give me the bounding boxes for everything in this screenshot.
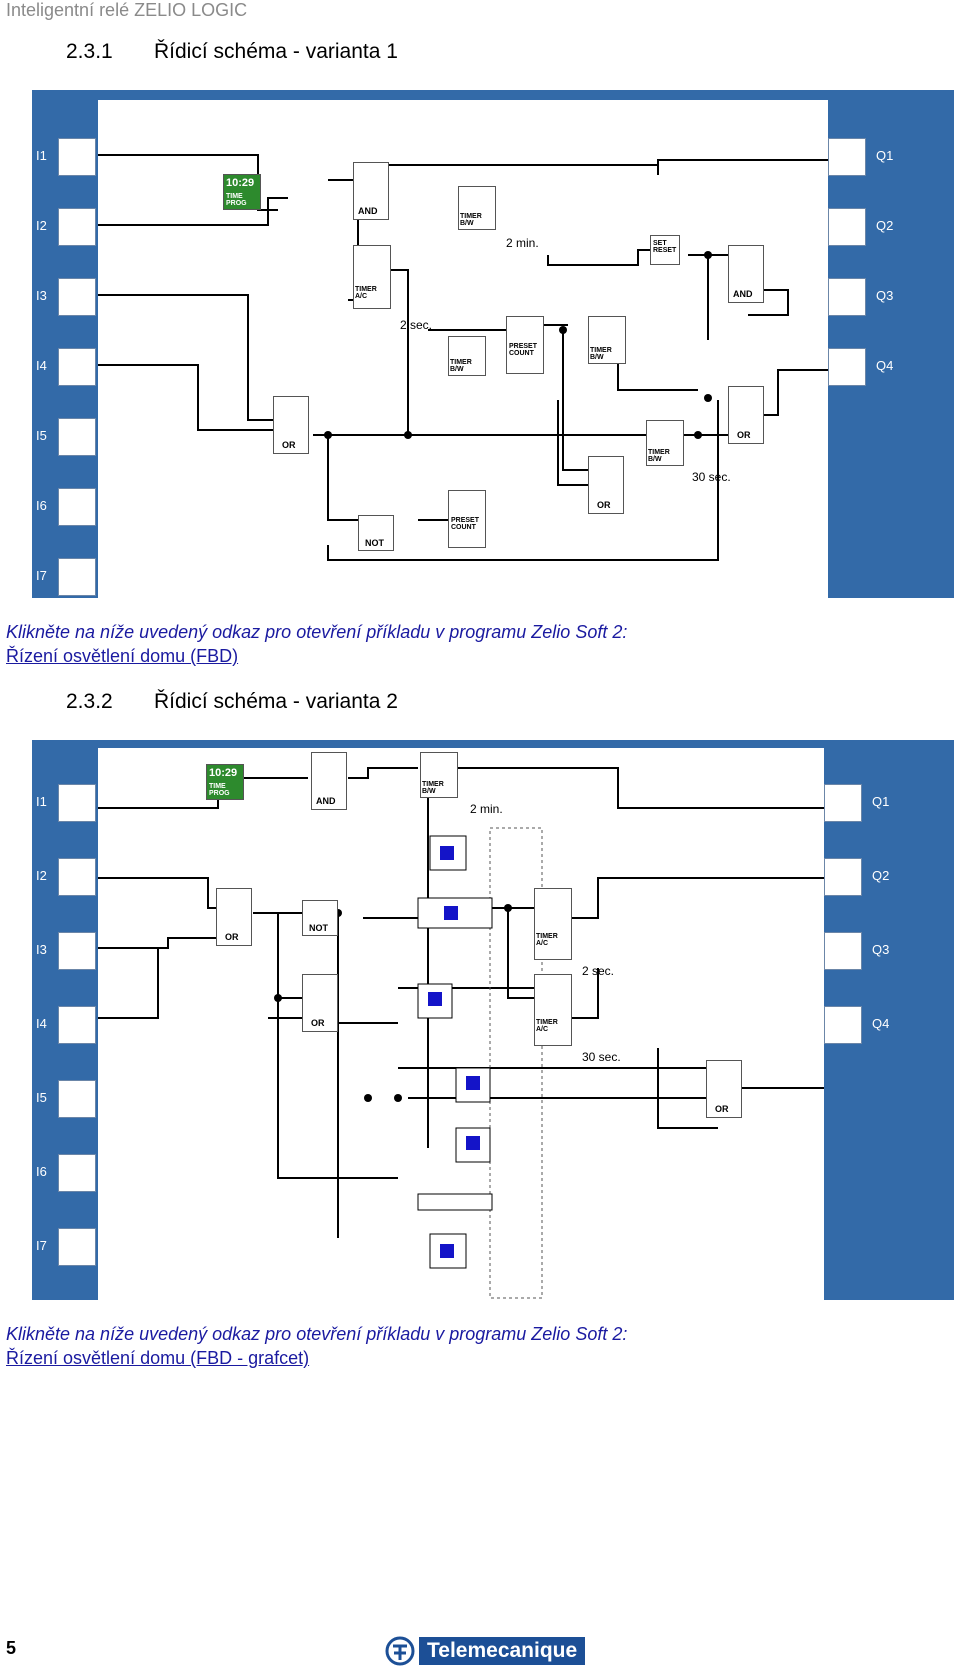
input-slot[interactable] bbox=[58, 1080, 96, 1118]
or-block-1[interactable]: OR bbox=[216, 888, 252, 946]
section-heading: Řídicí schéma - varianta 2 bbox=[154, 690, 398, 713]
wiring-diagram bbox=[98, 767, 824, 1299]
or-block-3[interactable]: OR bbox=[706, 1060, 742, 1118]
input-slot[interactable] bbox=[58, 558, 96, 596]
input-slot[interactable] bbox=[58, 488, 96, 526]
input-label: I4 bbox=[36, 358, 47, 373]
input-label: I6 bbox=[36, 1164, 47, 1179]
preset-count-block-2[interactable]: PRESET COUNT bbox=[448, 490, 486, 548]
input-label: I1 bbox=[36, 148, 47, 163]
output-slot[interactable] bbox=[828, 278, 866, 316]
timer-bw-block-2[interactable]: TIMER B/W bbox=[448, 336, 486, 376]
input-label: I2 bbox=[36, 218, 47, 233]
input-label: I7 bbox=[36, 1238, 47, 1253]
instruction-note-1: Klikněte na níže uvedený odkaz pro otevř… bbox=[6, 622, 628, 642]
timer-ac-block-2[interactable]: TIMER A/C bbox=[534, 974, 572, 1046]
output-label: Q1 bbox=[872, 794, 890, 809]
input-label: I3 bbox=[36, 288, 47, 303]
section-number: 2.3.2 bbox=[66, 690, 113, 713]
input-slot[interactable] bbox=[58, 208, 96, 246]
output-label: Q2 bbox=[876, 218, 894, 233]
page-number: 5 bbox=[6, 1638, 17, 1658]
timer-bw-block-4[interactable]: TIMER B/W bbox=[646, 420, 684, 466]
input-label: I7 bbox=[36, 568, 47, 583]
set-reset-block[interactable]: SET RESET bbox=[650, 235, 680, 265]
and-block[interactable]: AND bbox=[353, 162, 389, 220]
input-label: I1 bbox=[36, 794, 47, 809]
and-block-2[interactable]: AND bbox=[728, 245, 764, 303]
input-slot[interactable] bbox=[58, 1154, 96, 1192]
input-slot[interactable] bbox=[58, 278, 96, 316]
output-label: Q4 bbox=[872, 1016, 890, 1031]
input-slot[interactable] bbox=[58, 784, 96, 822]
not-block[interactable]: NOT bbox=[358, 515, 394, 551]
output-slot[interactable] bbox=[824, 932, 862, 970]
or-block-3[interactable]: OR bbox=[588, 456, 624, 514]
or-block-1[interactable]: OR bbox=[273, 396, 309, 454]
preset-count-block[interactable]: PRESET COUNT bbox=[506, 316, 544, 374]
output-label: Q4 bbox=[876, 358, 894, 373]
running-header: Inteligentní relé ZELIO LOGIC bbox=[6, 0, 248, 20]
output-label: Q3 bbox=[872, 942, 890, 957]
output-label: Q2 bbox=[872, 868, 890, 883]
output-slot[interactable] bbox=[824, 858, 862, 896]
brand-logo: Telemecanique bbox=[385, 1635, 586, 1666]
input-label: I5 bbox=[36, 428, 47, 443]
output-label: Q3 bbox=[876, 288, 894, 303]
or-block-2[interactable]: OR bbox=[302, 974, 338, 1032]
section-number: 2.3.1 bbox=[66, 40, 113, 63]
or-block-2[interactable]: OR bbox=[728, 386, 764, 444]
telemecanique-logo-icon bbox=[385, 1636, 415, 1665]
timer-ac-block-1[interactable]: TIMER A/C bbox=[534, 888, 572, 960]
input-slot[interactable] bbox=[58, 1006, 96, 1044]
input-label: I5 bbox=[36, 1090, 47, 1105]
input-slot[interactable] bbox=[58, 138, 96, 176]
timer-bw-block-1[interactable]: TIMER B/W bbox=[458, 186, 496, 230]
output-slot[interactable] bbox=[828, 348, 866, 386]
not-block[interactable]: NOT bbox=[302, 900, 338, 936]
input-label: I3 bbox=[36, 942, 47, 957]
input-label: I6 bbox=[36, 498, 47, 513]
and-block[interactable]: AND bbox=[311, 752, 347, 810]
output-label: Q1 bbox=[876, 148, 894, 163]
input-slot[interactable] bbox=[58, 1228, 96, 1266]
instruction-note-2: Klikněte na níže uvedený odkaz pro otevř… bbox=[6, 1324, 628, 1344]
input-label: I2 bbox=[36, 868, 47, 883]
brand-name: Telemecanique bbox=[419, 1636, 586, 1665]
output-slot[interactable] bbox=[824, 1006, 862, 1044]
input-label: I4 bbox=[36, 1016, 47, 1031]
example-link-1[interactable]: Řízení osvětlení domu (FBD) bbox=[6, 646, 239, 666]
timer-ac-block[interactable]: TIMER A/C bbox=[353, 245, 391, 309]
wiring-diagram bbox=[98, 154, 828, 561]
section-title-2: 2.3.2 Řídicí schéma - varianta 2 bbox=[66, 690, 398, 714]
input-slot[interactable] bbox=[58, 858, 96, 896]
section-heading: Řídicí schéma - varianta 1 bbox=[154, 40, 398, 63]
timer-bw-block[interactable]: TIMER B/W bbox=[420, 752, 458, 798]
section-title-1: 2.3.1 Řídicí schéma - varianta 1 bbox=[66, 40, 398, 64]
example-link-2[interactable]: Řízení osvětlení domu (FBD - grafcet) bbox=[6, 1348, 310, 1368]
output-slot[interactable] bbox=[824, 784, 862, 822]
input-slot[interactable] bbox=[58, 348, 96, 386]
output-slot[interactable] bbox=[828, 138, 866, 176]
input-slot[interactable] bbox=[58, 418, 96, 456]
output-slot[interactable] bbox=[828, 208, 866, 246]
input-slot[interactable] bbox=[58, 932, 96, 970]
timer-bw-block-3[interactable]: TIMER B/W bbox=[588, 316, 626, 364]
